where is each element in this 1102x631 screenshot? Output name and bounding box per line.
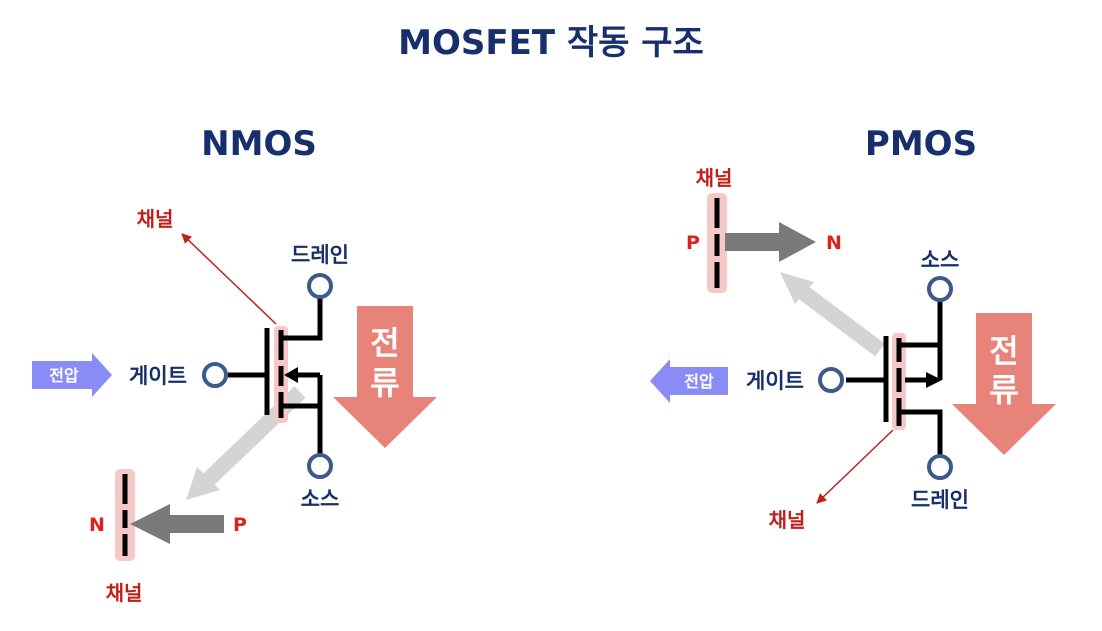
nmos-drain-wire bbox=[281, 295, 323, 341]
nmos-drain-label: 드레인 bbox=[291, 243, 349, 267]
pmos-channel-label-bottom: 채널 bbox=[769, 508, 806, 532]
nmos-channel-pointer bbox=[181, 233, 277, 325]
pmos-voltage-label: 전압 bbox=[684, 372, 714, 391]
pmos-current-label-bottom: 류 bbox=[989, 371, 1018, 409]
terminal-circle-icon bbox=[927, 454, 953, 480]
pn-arrow-icon bbox=[130, 504, 224, 544]
pmos-gate-label: 게이트 bbox=[746, 369, 804, 393]
current-arrow-icon: 전 류 bbox=[333, 306, 437, 448]
pmos-body-arrow-icon bbox=[926, 372, 942, 388]
charge-flow-arrow-icon bbox=[780, 272, 885, 357]
pmos-n-label: N bbox=[826, 232, 842, 254]
current-arrow-icon: 전 류 bbox=[952, 313, 1056, 455]
pmos-panel: PMOS 소스 게이트 드레인 bbox=[650, 124, 1056, 532]
terminal-circle-icon bbox=[927, 276, 953, 302]
pmos-drain-wire bbox=[899, 409, 943, 456]
terminal-circle-icon bbox=[307, 273, 333, 299]
terminal-circle-icon bbox=[202, 362, 228, 388]
nmos-voltage-label: 전압 bbox=[49, 366, 79, 385]
nmos-channel-label-top: 채널 bbox=[137, 207, 174, 231]
pmos-channel-label-top: 채널 bbox=[696, 166, 733, 190]
nmos-p-label: P bbox=[233, 514, 247, 536]
pn-arrow-icon bbox=[725, 222, 816, 262]
pmos-p-label: P bbox=[686, 232, 700, 254]
pmos-drain-label: 드레인 bbox=[911, 488, 969, 512]
pmos-current-label-top: 전 bbox=[989, 332, 1018, 370]
nmos-panel: NMOS 드레인 게이트 소스 bbox=[32, 124, 437, 605]
terminal-circle-icon bbox=[307, 453, 333, 479]
pmos-channel-pointer bbox=[816, 429, 894, 504]
nmos-title: NMOS bbox=[201, 124, 317, 164]
nmos-source-label: 소스 bbox=[301, 487, 340, 511]
terminal-circle-icon bbox=[818, 367, 844, 393]
nmos-current-label-bottom: 류 bbox=[370, 364, 399, 402]
pmos-source-label: 소스 bbox=[921, 248, 960, 272]
nmos-current-label-top: 전 bbox=[370, 324, 399, 362]
nmos-body-arrow-icon bbox=[284, 367, 298, 383]
nmos-n-label: N bbox=[89, 514, 105, 536]
voltage-arrow-icon: 전압 bbox=[650, 359, 728, 403]
pmos-title: PMOS bbox=[865, 124, 977, 164]
voltage-arrow-icon: 전압 bbox=[32, 353, 112, 397]
nmos-channel-label-bottom: 채널 bbox=[106, 581, 143, 605]
page-title: MOSFET 작동 구조 bbox=[398, 23, 704, 63]
nmos-gate-label: 게이트 bbox=[129, 364, 187, 388]
